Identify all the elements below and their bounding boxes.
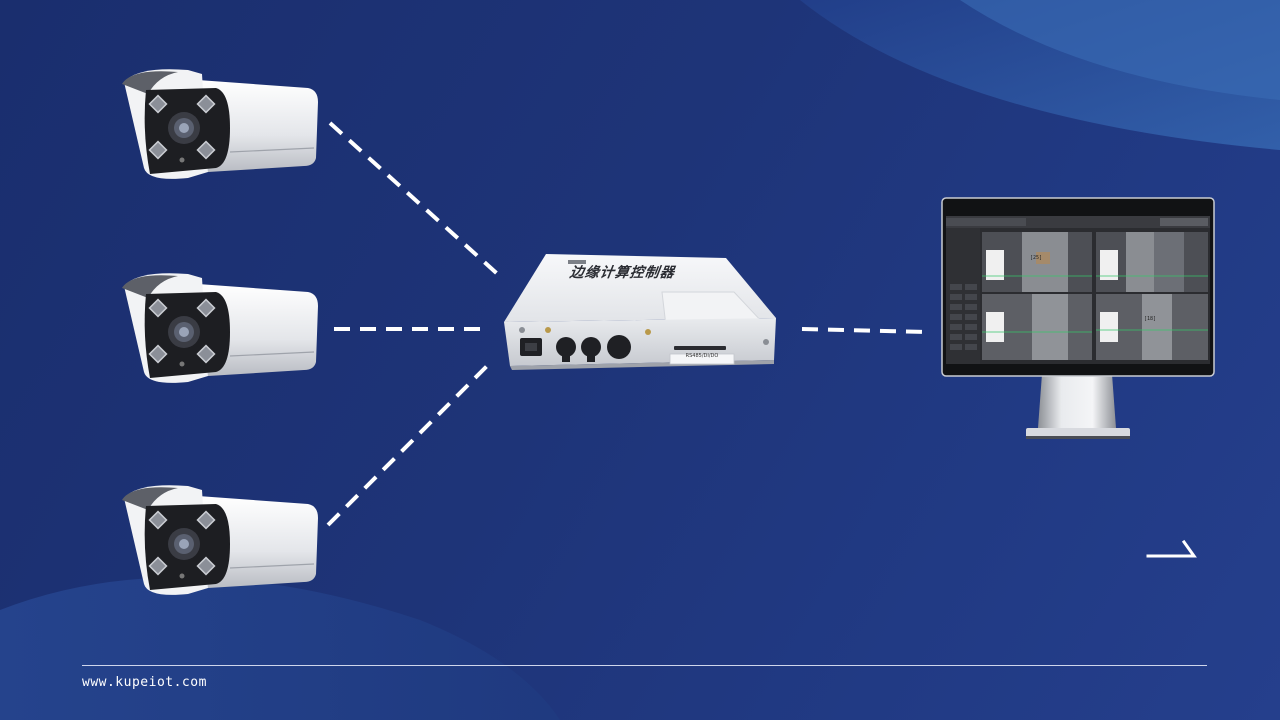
monitor-icon [941,197,1215,439]
link-camera-3 [326,363,490,527]
link-monitor [801,327,929,334]
footer-divider [82,665,1207,666]
controller-port-label: RS485/DI/DO [685,353,719,359]
camera-icon [122,485,318,595]
monitor: [25] [18] [940,196,1220,450]
arrow-icon[interactable] [1146,538,1200,560]
camera-2 [118,266,323,392]
camera-icon [122,69,318,179]
link-camera-1 [328,121,504,280]
top-right-wave-inner [960,0,1280,100]
controller-title: 边缘计算控制器 [568,265,676,281]
tile-label-2: [18] [1144,316,1157,322]
tile-label-1: [25] [1030,255,1043,261]
camera-3 [118,478,323,604]
bottom-left-wave [0,577,560,720]
camera-1 [118,62,323,188]
camera-icon [122,273,318,383]
website-url[interactable]: www.kupeiot.com [82,675,207,690]
edge-controller: 边缘计算控制器 RS485/DI/DO [498,248,782,378]
edge-controller-icon [504,254,776,370]
